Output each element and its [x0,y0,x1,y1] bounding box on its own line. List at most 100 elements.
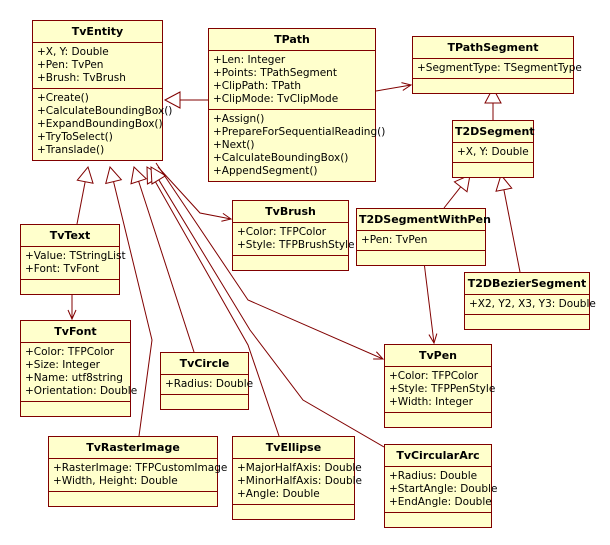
attribute: +Name: utf8string [25,372,123,384]
generalization-t2dsegment-to-tpathsegment [484,86,502,120]
class-tvcirculararc[interactable]: TvCircularArc +Radius: Double+StartAngle… [384,444,497,528]
attribute: +X, Y: Double [457,146,529,158]
class-operations [233,256,348,270]
association-arrowhead-icon [373,351,385,360]
class-name: TvEllipse [233,437,354,459]
class-operations [49,492,217,506]
generalization-tvrasterimage-to-tventity [105,165,153,437]
association-tpath-to-tpathsegment [375,82,413,92]
relation-line [158,179,385,448]
operation: +Next() [213,139,255,151]
generalization-tpath-to-tventity [163,91,208,109]
class-operations [21,402,130,416]
attribute: +Len: Integer [213,54,286,66]
attribute: +Radius: Double [165,378,254,390]
attribute: +Width: Integer [389,396,473,408]
class-name: TvText [21,225,119,247]
attribute: +Color: TFPColor [237,226,327,238]
class-tpathsegment[interactable]: TPathSegment +SegmentType: TSegmentType [412,36,582,94]
class-name: TvFont [21,321,130,343]
class-name: TPathSegment [413,37,573,59]
association-arrowhead-icon [428,333,438,345]
attribute: +X2, Y2, X3, Y3: Double [469,298,596,310]
class-attributes: +Pen: TvPen [357,231,485,251]
relation-line [138,181,195,353]
class-operations: +Create()+CalculateBoundingBox()+ExpandB… [33,89,172,160]
class-tvellipse[interactable]: TvEllipse +MajorHalfAxis: Double+MinorHa… [232,436,362,520]
association-arrowhead-icon [67,309,77,321]
class-attributes: +Len: Integer+Points: TPathSegment+ClipP… [209,51,375,110]
class-name: TvCircle [161,353,248,375]
class-t2dbeziersegment[interactable]: T2DBezierSegment +X2, Y2, X3, Y3: Double [464,272,596,330]
class-attributes: +Radius: Double [161,375,254,395]
class-name: T2DSegmentWithPen [357,209,491,231]
association-t2dsegmentwithpen-to-tvpen [423,261,438,345]
generalization-tvtext-to-tventity [76,165,94,225]
association-tventity-to-tvbrush [157,166,233,222]
class-name: TPath [209,29,375,51]
attribute: +Angle: Double [237,488,320,500]
class-attributes: +X2, Y2, X3, Y3: Double [465,295,596,315]
class-tvtext[interactable]: TvText +Value: TStringList+Font: TvFont [20,224,126,295]
class-t2dsegment[interactable]: T2DSegment +X, Y: Double [452,120,535,178]
inheritance-arrowhead-icon [105,165,123,185]
inheritance-arrowhead-icon [484,86,502,104]
class-tvrasterimage[interactable]: TvRasterImage +RasterImage: TFPCustomIma… [48,436,228,507]
class-attributes: +X, Y: Double+Pen: TvPen+Brush: TvBrush [33,43,162,89]
association-arrowhead-icon [401,82,413,91]
class-attributes: +Color: TFPColor+Style: TFPBrushStyle [233,223,355,256]
class-tvcircle[interactable]: TvCircle +Radius: Double [160,352,254,410]
association-tventity-to-tvpen [155,162,385,360]
class-name: TvRasterImage [49,437,217,459]
association-tvtext-to-tvfont [67,292,77,321]
attribute: +Color: TFPColor [389,370,479,382]
class-operations [161,395,248,409]
class-name: TvBrush [233,201,348,223]
class-operations [385,413,491,427]
class-operations [453,163,533,177]
inheritance-arrowhead-icon [130,165,148,185]
association-arrowhead-icon [221,212,233,222]
class-tvbrush[interactable]: TvBrush +Color: TFPColor+Style: TFPBrush… [232,200,355,271]
class-tventity[interactable]: TvEntity +X, Y: Double+Pen: TvPen+Brush:… [32,20,172,161]
attribute: +Radius: Double [389,470,478,482]
attribute: +X, Y: Double [37,46,109,58]
attribute: +MajorHalfAxis: Double [237,462,362,474]
class-operations [413,79,573,93]
attribute: +Value: TStringList [25,250,126,262]
class-operations [233,505,354,519]
operation: +ExpandBoundingBox() [37,118,163,130]
inheritance-arrowhead-icon [150,166,167,185]
attribute: +RasterImage: TFPCustomImage [53,462,228,474]
class-operations [465,315,589,329]
relation-line [157,166,232,220]
relation-line [443,186,462,209]
operation: +Create() [37,92,89,104]
inheritance-arrowhead-icon [76,165,94,184]
relation-line [155,162,384,360]
class-name: TvPen [385,345,491,367]
attribute: +Pen: TvPen [361,234,428,246]
operation: +Assign() [213,113,265,125]
attribute: +MinorHalfAxis: Double [237,475,362,487]
class-name: T2DBezierSegment [465,273,589,295]
class-operations [357,251,485,265]
class-operations [21,280,119,294]
class-attributes: +Radius: Double+StartAngle: Double+EndAn… [385,467,497,513]
class-operations [385,513,491,527]
operation: +CalculateBoundingBox() [213,152,349,164]
inheritance-arrowhead-icon [163,91,181,109]
attribute: +Style: TFPBrushStyle [237,239,355,251]
class-t2dsegmentwithpen[interactable]: T2DSegmentWithPen +Pen: TvPen [356,208,491,266]
attribute: +Style: TFPPenStyle [389,383,496,395]
relation-line [113,181,153,437]
class-attributes: +Color: TFPColor+Style: TFPPenStyle+Widt… [385,367,496,413]
class-tvpen[interactable]: TvPen +Color: TFPColor+Style: TFPPenStyl… [384,344,496,428]
class-tvfont[interactable]: TvFont +Color: TFPColor+Size: Integer+Na… [20,320,137,417]
attribute: +Color: TFPColor [25,346,115,358]
generalization-tvcircle-to-tventity [130,165,195,353]
attribute: +SegmentType: TSegmentType [417,62,582,74]
class-attributes: +MajorHalfAxis: Double+MinorHalfAxis: Do… [233,459,362,505]
class-tpath[interactable]: TPath +Len: Integer+Points: TPathSegment… [208,28,385,182]
